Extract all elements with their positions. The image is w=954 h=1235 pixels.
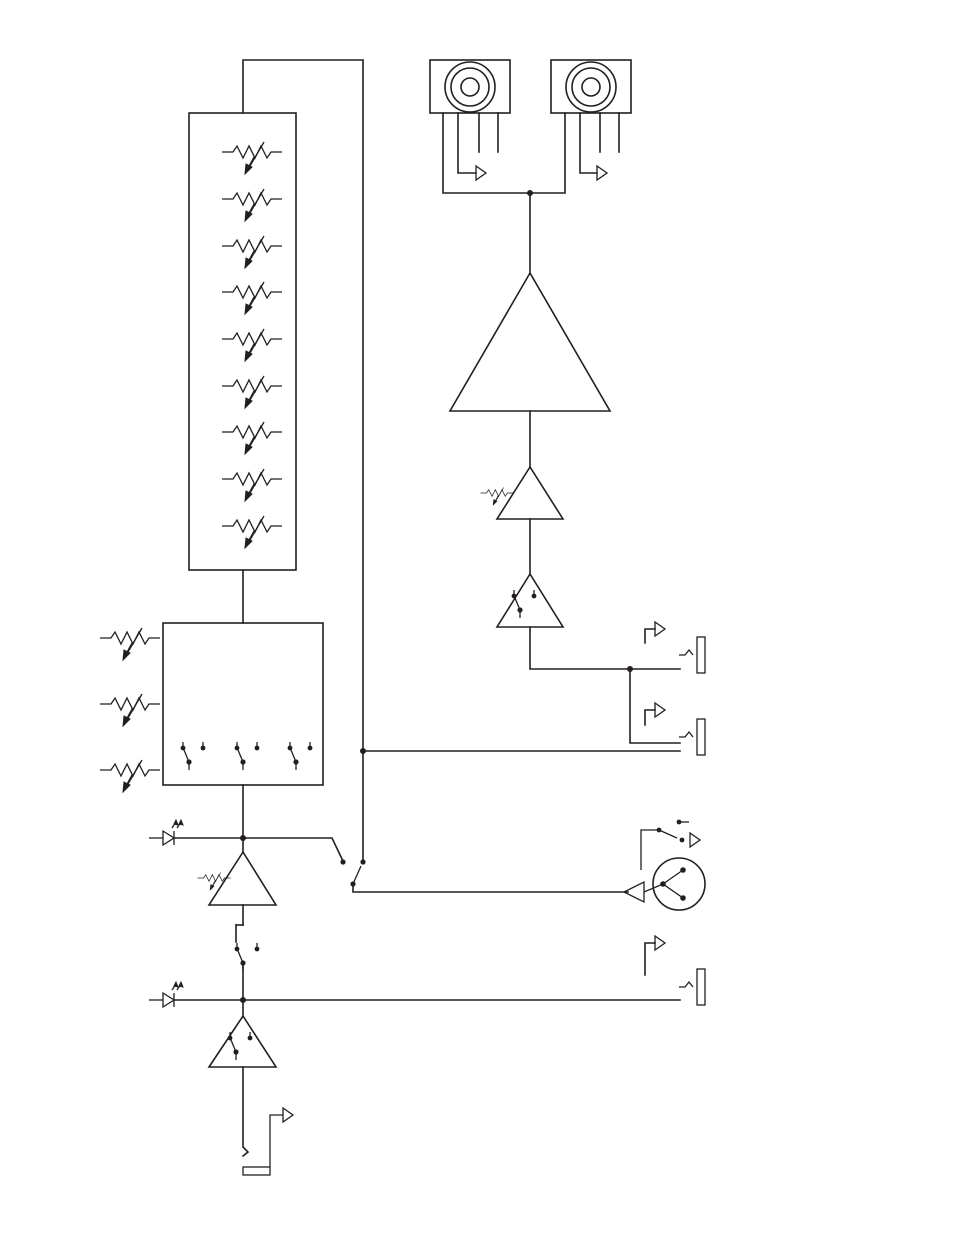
jack-aux-out-2[interactable]	[679, 719, 705, 755]
eq-slider-9[interactable]	[222, 516, 282, 548]
processor-switch-1[interactable]	[181, 742, 206, 770]
master-gain-amplifier	[481, 467, 564, 519]
graphic-eq-block	[189, 113, 296, 570]
preamp-amplifier	[198, 852, 277, 905]
preamp-bypass-switch[interactable]	[235, 943, 260, 971]
processor-switch-3[interactable]	[288, 742, 313, 770]
input-selector-switch[interactable]	[340, 859, 365, 886]
send-return-wire	[530, 627, 680, 669]
led-to-selector-wire	[243, 838, 343, 861]
processor-knob-2[interactable]	[100, 694, 160, 726]
xlr-input[interactable]	[624, 820, 705, 910]
eq-slider-4[interactable]	[222, 282, 282, 314]
return-mode-switch[interactable]	[512, 590, 537, 618]
eq-slider-7[interactable]	[222, 422, 282, 454]
processor-knob-1[interactable]	[100, 628, 160, 660]
power-amplifier	[450, 273, 610, 411]
signal-led-1	[149, 820, 183, 845]
instrument-input-jack[interactable]	[243, 1108, 293, 1175]
processor-knob-3[interactable]	[100, 760, 160, 792]
jack-line-out-3[interactable]	[679, 969, 705, 1005]
input-pad-switch[interactable]	[228, 1032, 253, 1060]
eq-slider-5[interactable]	[222, 329, 282, 361]
eq-slider-8[interactable]	[222, 469, 282, 501]
preamp-gain-knob[interactable]	[198, 873, 231, 891]
xlr-input-wire	[353, 884, 628, 892]
processor-switch-2[interactable]	[235, 742, 260, 770]
return-buffer	[497, 574, 563, 627]
eq-slider-1[interactable]	[222, 142, 282, 174]
eq-slider-2[interactable]	[222, 189, 282, 221]
master-volume-knob[interactable]	[481, 488, 514, 506]
eq-slider-6[interactable]	[222, 376, 282, 408]
input-buffer	[209, 1016, 276, 1067]
signal-led-2	[149, 982, 183, 1007]
speaker-left	[430, 60, 510, 180]
eq-slider-3[interactable]	[222, 236, 282, 268]
processor-block	[100, 623, 323, 792]
speaker-feed-wire	[443, 113, 565, 193]
eq-top-wire	[243, 60, 363, 862]
jack-aux-out-1[interactable]	[679, 637, 705, 673]
speaker-right	[551, 60, 631, 180]
